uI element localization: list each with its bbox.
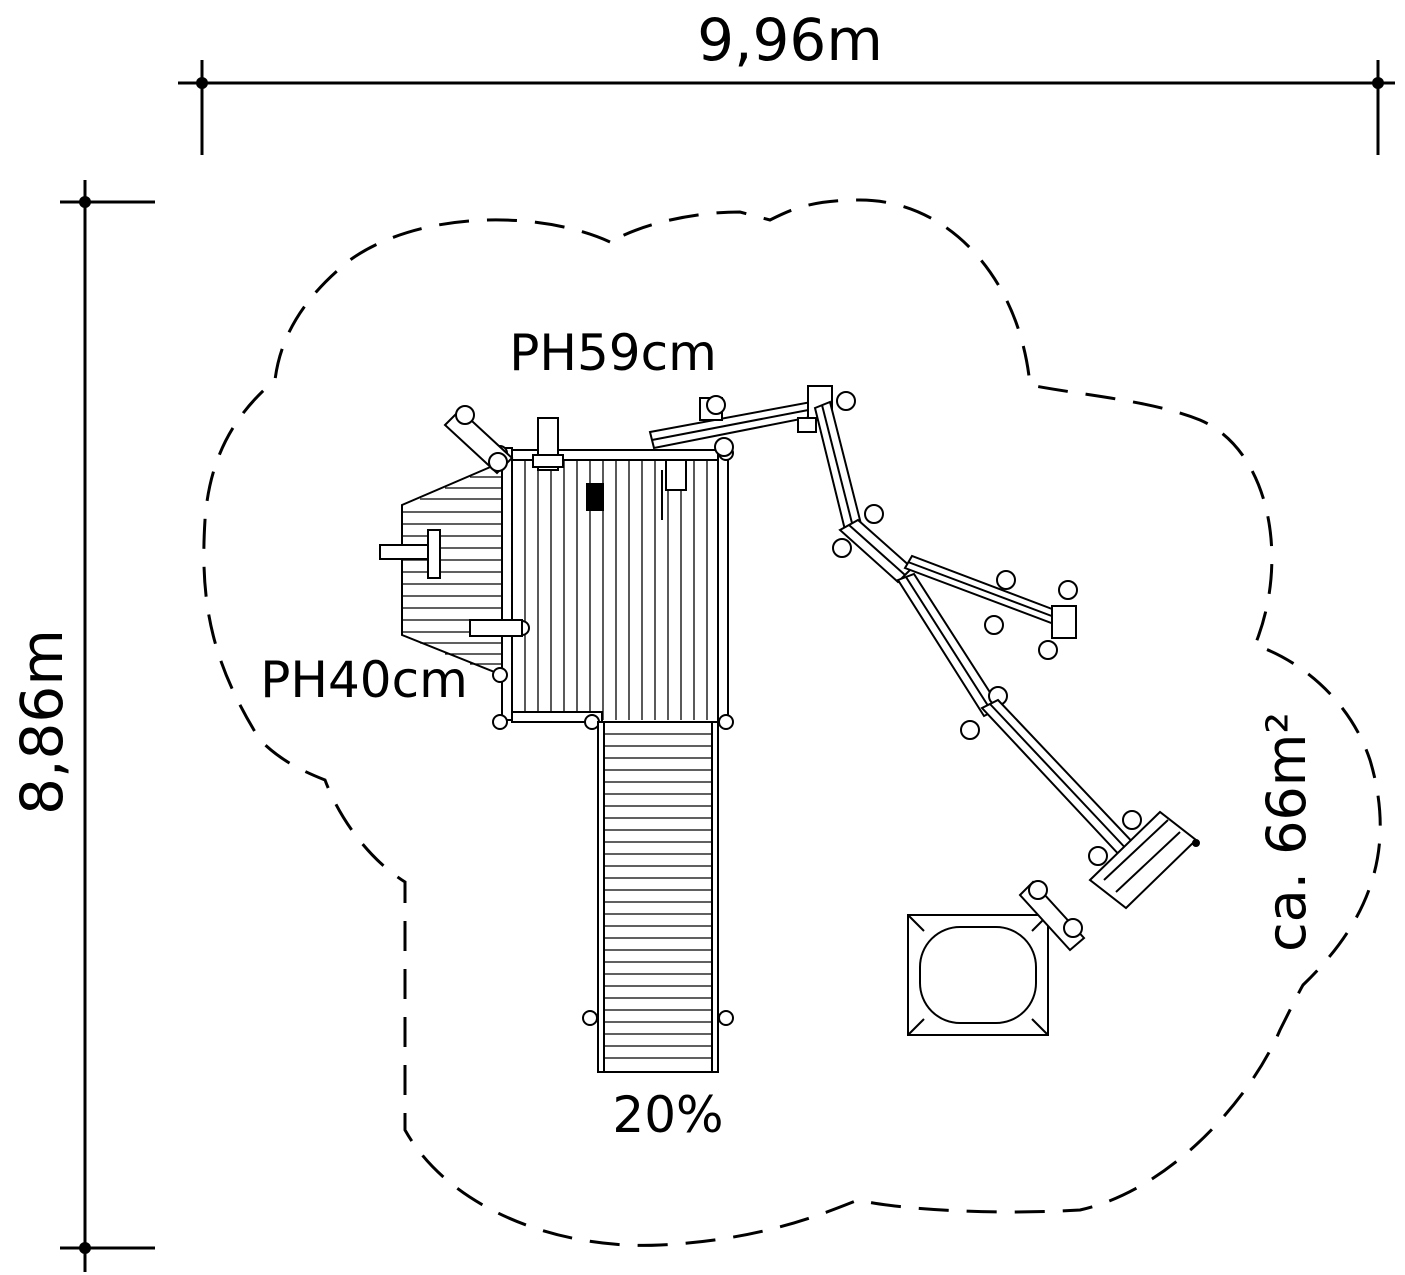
climbing-apparatus — [443, 405, 514, 475]
width-label: 9,96m — [697, 6, 883, 74]
spring-element — [1018, 880, 1086, 952]
main-platform — [469, 417, 734, 730]
depth-dimension — [60, 180, 155, 1272]
lower-platform — [379, 460, 503, 677]
sandbox — [907, 914, 1049, 1036]
ramp-slope-label: 20% — [612, 1086, 723, 1144]
depth-label: 8,86m — [8, 629, 76, 815]
ramp — [582, 721, 734, 1073]
safety-area-outline — [202, 198, 1382, 1247]
platform-low-label: PH40cm — [260, 651, 468, 709]
balance-beam — [648, 385, 1200, 910]
platform-high-label: PH59cm — [509, 324, 717, 382]
width-dimension — [178, 60, 1395, 155]
area-label: ca. 66m² — [1255, 712, 1318, 952]
